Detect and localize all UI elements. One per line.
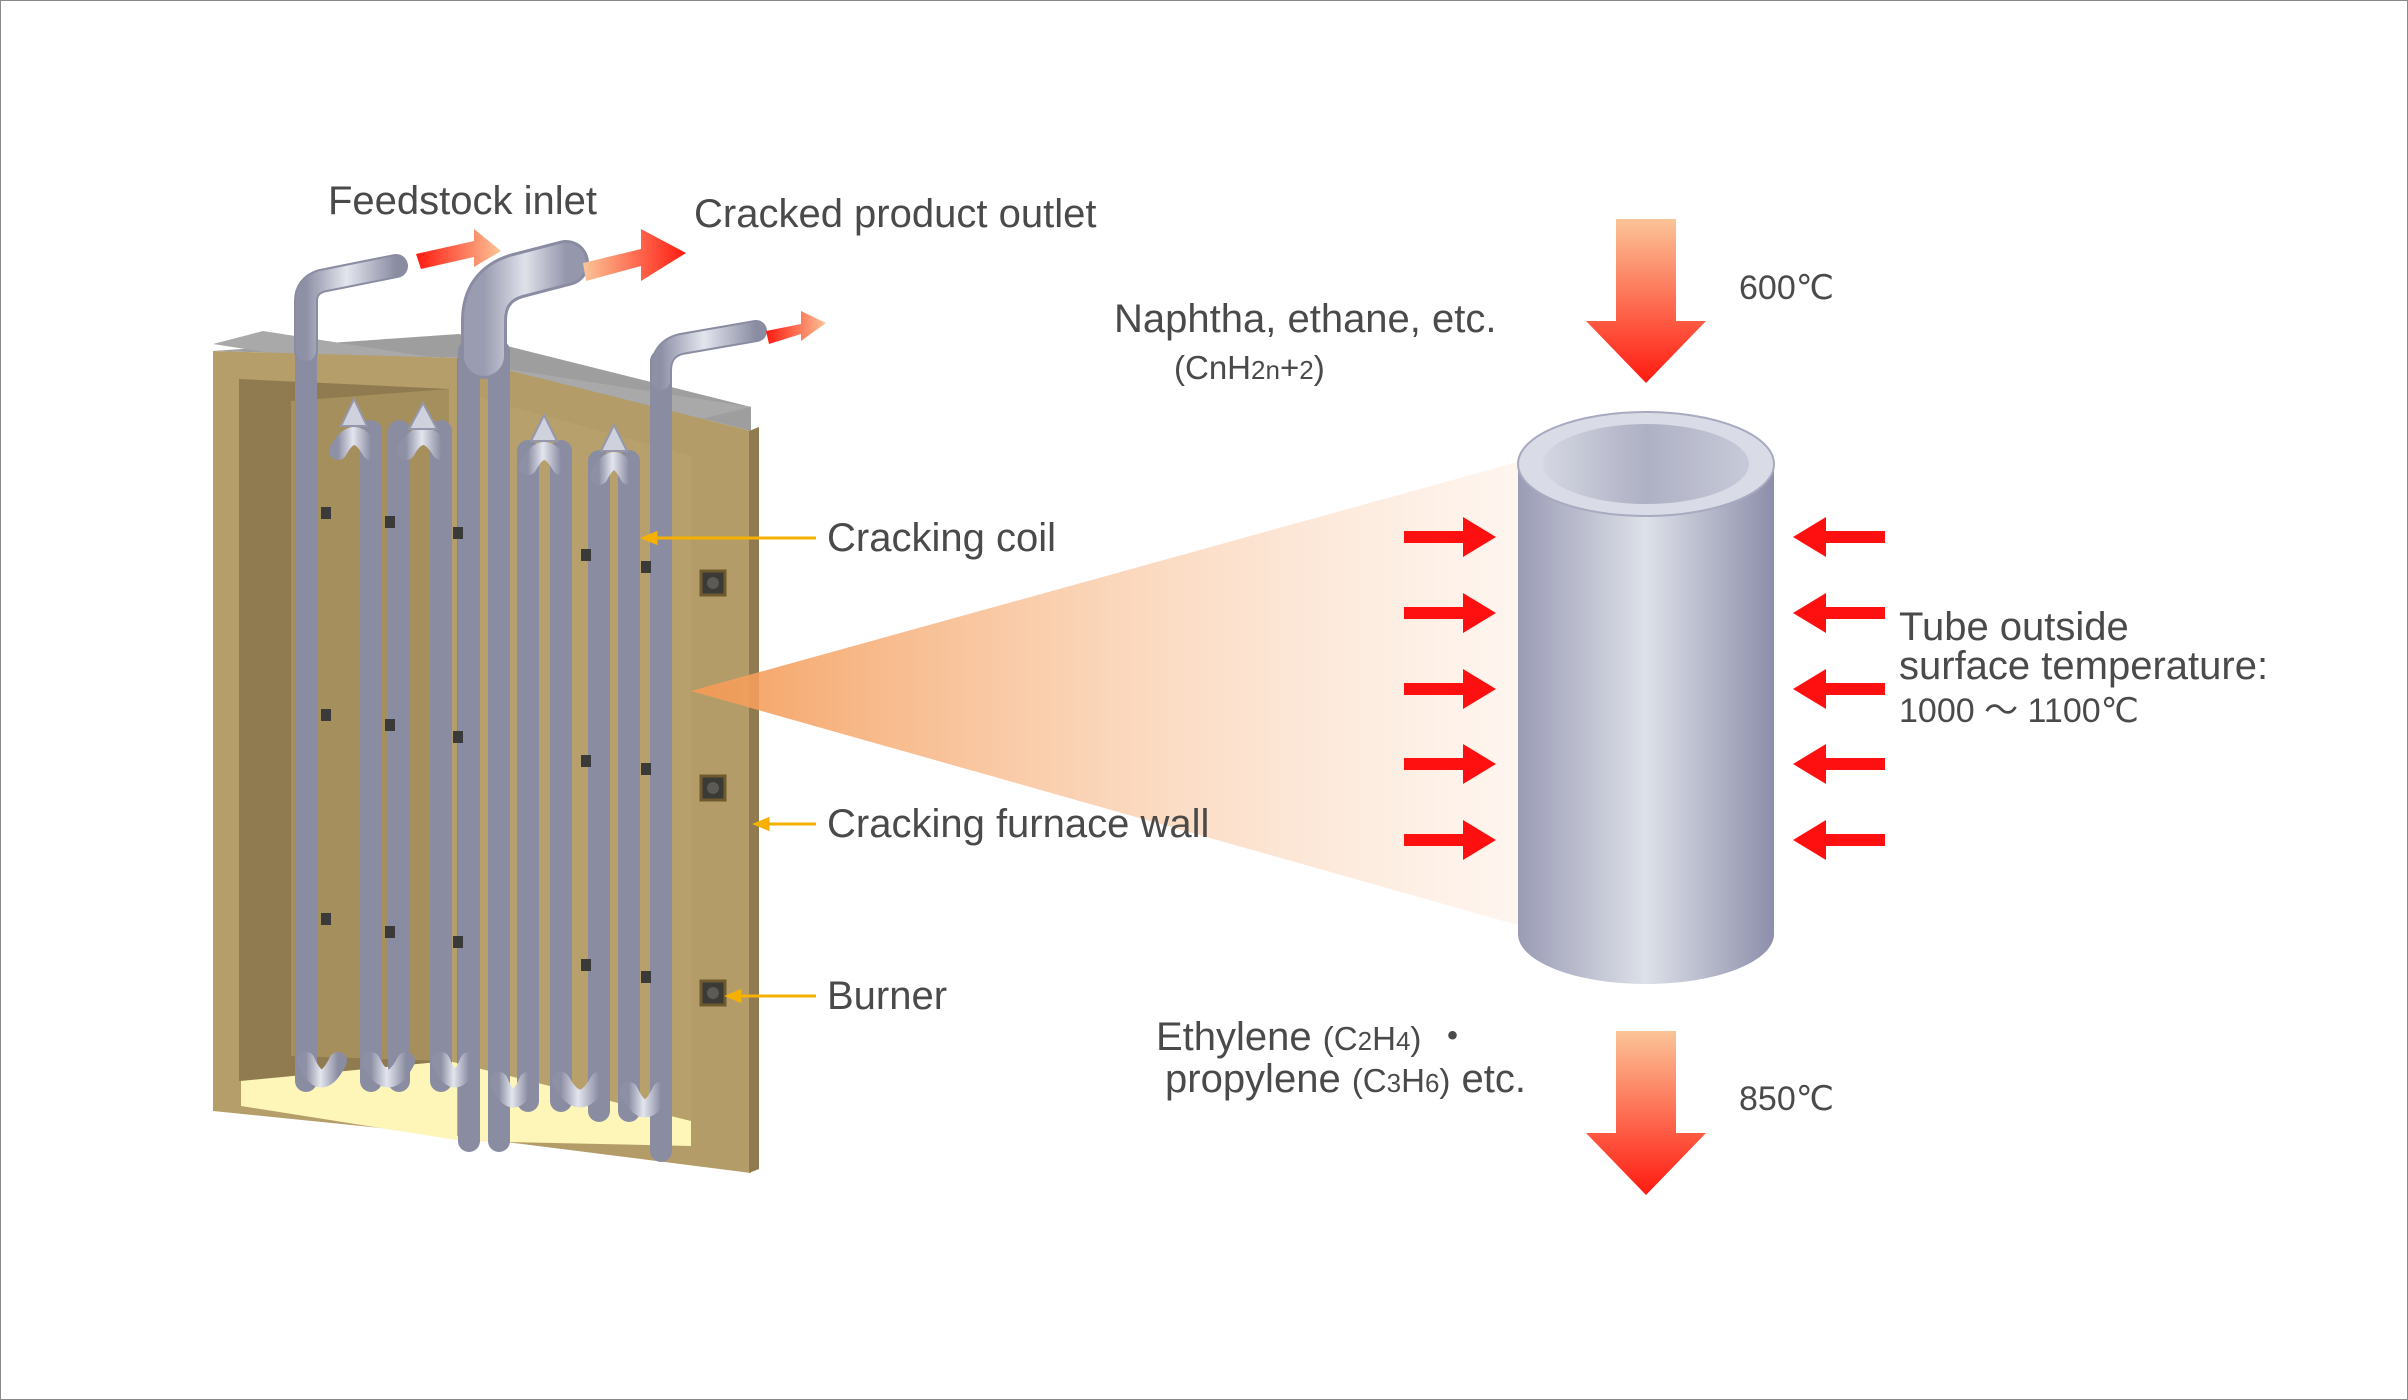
feedstock-inlet-label: Feedstock inlet bbox=[328, 179, 598, 223]
tube-temp-line-1: Tube outside bbox=[1899, 605, 2129, 649]
heat-arrows-left bbox=[1404, 517, 1496, 860]
inlet-temperature: 600℃ bbox=[1739, 269, 1834, 307]
inlet-outlet-pipes bbox=[294, 240, 767, 424]
down-arrow-icon bbox=[1586, 219, 1706, 1195]
leader-lines bbox=[640, 530, 816, 1004]
burner-icon bbox=[699, 569, 727, 1007]
tube-temp-range: 1000 ～ 1100℃ bbox=[1899, 692, 2139, 730]
cracked-product-outlet-label: Cracked product outlet bbox=[694, 192, 1097, 236]
heat-beam bbox=[691, 461, 1521, 926]
cracking-furnace-wall-label: Cracking furnace wall bbox=[827, 802, 1210, 846]
cracking-furnace bbox=[213, 331, 759, 1173]
right-arrow-icon bbox=[416, 229, 826, 344]
cracking-coil-pipes bbox=[295, 340, 672, 1217]
tube-temp-line-2: surface temperature: bbox=[1899, 644, 2269, 688]
ethylene-line: Ethylene (C2H4) ・ bbox=[1156, 1015, 1473, 1059]
outlet-temperature: 850℃ bbox=[1739, 1080, 1834, 1118]
feed-formula: (CnH2n+2) bbox=[1174, 349, 1325, 386]
propylene-line: propylene (C3H6) etc. bbox=[1165, 1057, 1527, 1101]
ethylene-formula: (C2H4) bbox=[1322, 1020, 1422, 1057]
cracking-coil-label: Cracking coil bbox=[827, 516, 1056, 560]
heat-arrows-right bbox=[1793, 517, 1885, 860]
naphtha-label: Naphtha, ethane, etc. bbox=[1114, 297, 1497, 341]
propylene-formula: (C3H6) bbox=[1351, 1062, 1451, 1099]
burner-label: Burner bbox=[827, 974, 948, 1018]
tube-cross-section bbox=[1517, 411, 1775, 984]
